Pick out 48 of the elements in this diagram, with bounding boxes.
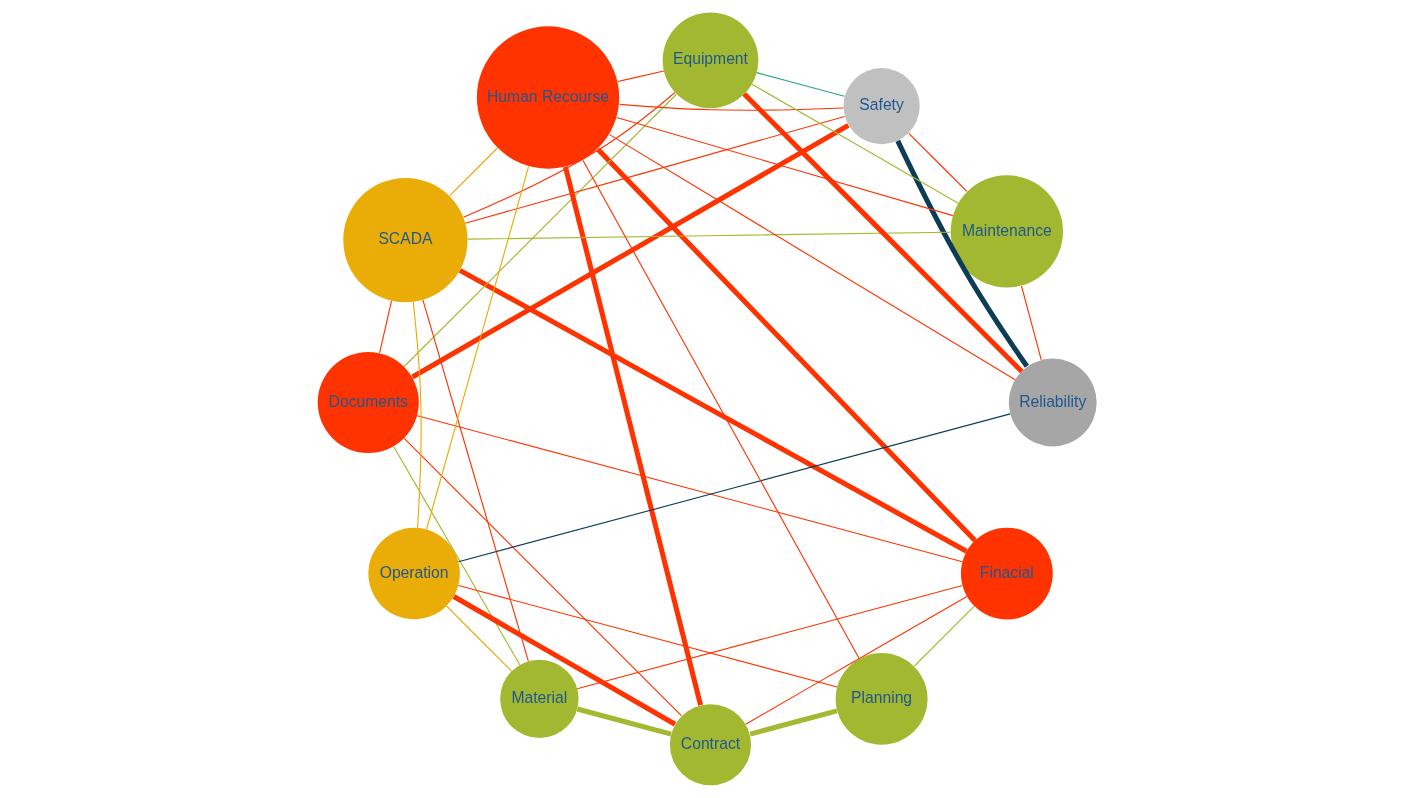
connector <box>907 132 967 192</box>
connector <box>581 159 860 660</box>
connector <box>749 708 838 737</box>
connector <box>744 596 967 725</box>
connector <box>445 605 512 672</box>
connector <box>425 166 529 530</box>
connector <box>576 584 963 690</box>
node-circle: Operation <box>367 527 460 620</box>
connector <box>412 301 422 529</box>
connector <box>403 93 677 368</box>
connector <box>452 594 676 727</box>
connector <box>410 123 850 380</box>
connector <box>403 437 682 717</box>
node-circle: Material <box>499 659 579 739</box>
connector <box>895 139 1029 368</box>
connector <box>1020 285 1042 361</box>
connector <box>608 134 1016 381</box>
node-circle: SCADA <box>342 177 468 303</box>
connector <box>378 300 392 354</box>
connector <box>392 446 520 666</box>
connector <box>595 147 977 543</box>
node-circle: Safety <box>843 68 920 145</box>
connector <box>615 116 953 217</box>
node-circle: Finacial <box>960 527 1053 620</box>
connector <box>457 413 1011 563</box>
connector <box>618 103 844 111</box>
connector <box>448 147 498 197</box>
node-circle: Human Recourse <box>476 26 619 169</box>
connector <box>576 706 672 737</box>
node-circle: Documents <box>317 351 419 454</box>
node-circle: Equipment <box>662 12 758 109</box>
connector <box>755 72 845 97</box>
connector <box>421 299 529 662</box>
connector <box>616 70 664 82</box>
connector <box>457 584 838 688</box>
connector <box>562 166 703 706</box>
connector <box>741 92 1023 374</box>
node-circle: Maintenance <box>950 175 1063 288</box>
connector <box>458 268 968 554</box>
node-circle: Planning <box>835 652 928 745</box>
connector <box>466 231 951 240</box>
connector <box>416 415 963 563</box>
connector <box>462 91 675 218</box>
node-circle: Reliability <box>1008 358 1097 447</box>
connector <box>750 83 959 204</box>
connector <box>464 115 845 224</box>
connector <box>913 605 975 667</box>
node-circle: Contract <box>669 704 751 786</box>
